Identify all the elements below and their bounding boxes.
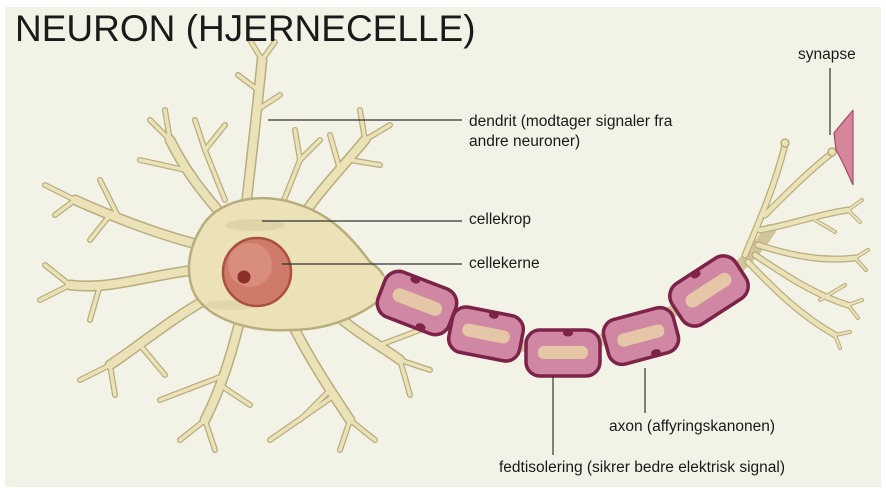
myelin-segment [526,330,600,377]
axon-label: axon (affyringskanonen) [609,417,775,437]
nucleus [223,238,291,306]
dendrite-label-line2: andre neuroner) [469,132,672,152]
myelin-sheath [373,250,754,376]
synapse-cleft [834,110,853,185]
dendrite-label-line1: dendrit (modtager signaler fra [469,112,672,132]
nucleolus [238,271,251,284]
nucleus-label: cellekerne [469,254,540,274]
myelin-segment [600,304,682,368]
diagram-title: NEURON (HJERNECELLE) [15,8,476,50]
cell-body-label: cellekrop [469,210,531,230]
myelin-segment [446,304,526,363]
dendrite-label: dendrit (modtager signaler fra andre neu… [469,112,672,152]
myelin-label: fedtisolering (sikrer bedre elektrisk si… [499,458,785,478]
synapse-label: synapse [798,45,856,65]
myelin-segment [373,267,462,340]
